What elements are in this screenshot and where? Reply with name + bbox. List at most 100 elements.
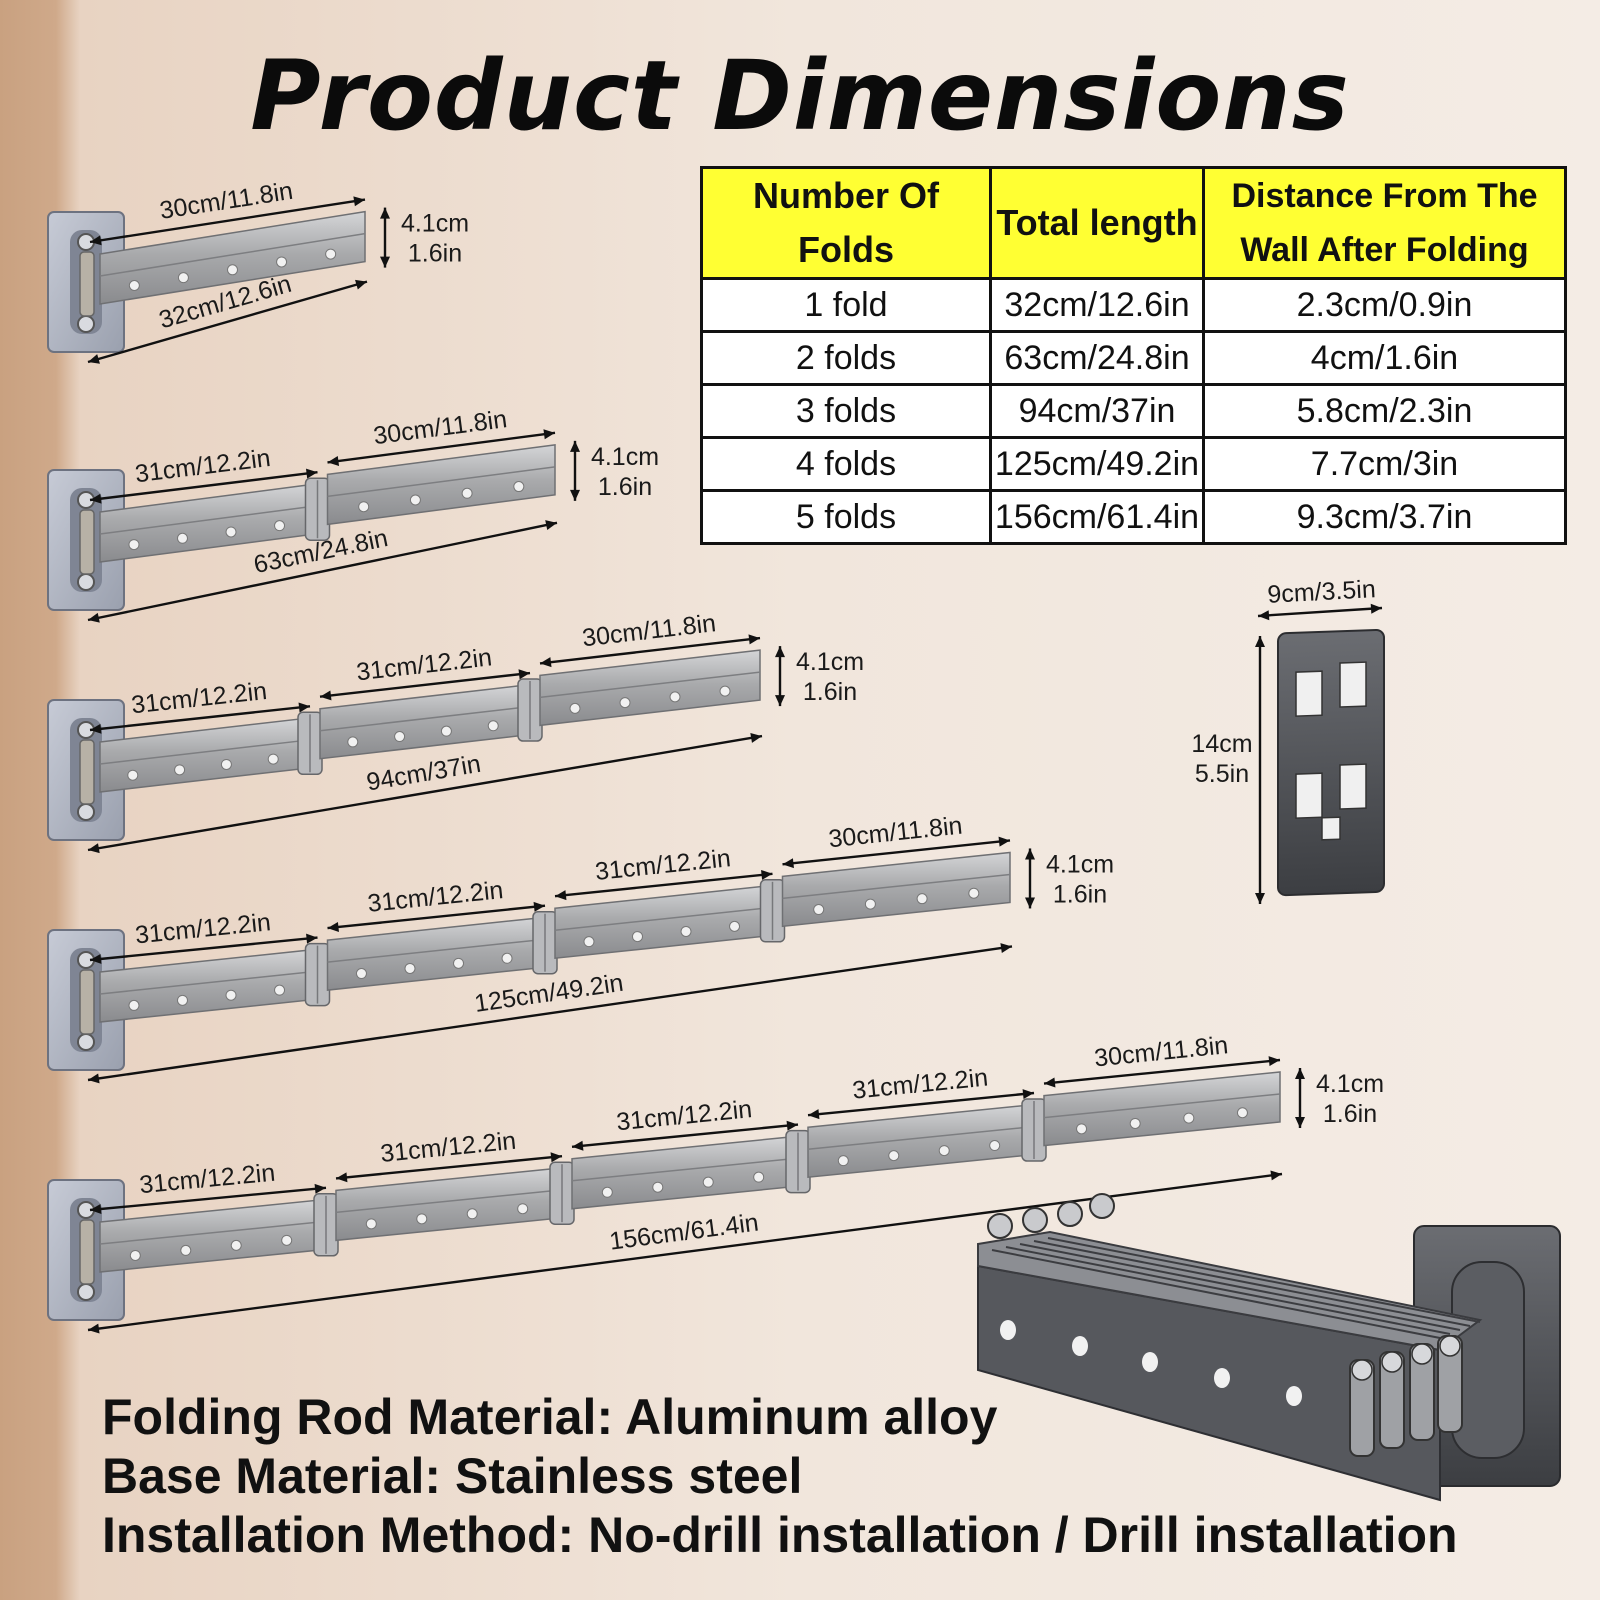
hinge-joint: [759, 879, 786, 943]
height-dimension-arrowhead: [570, 440, 580, 452]
rod-hole: [1214, 1368, 1230, 1388]
rod-segment-groove: [327, 466, 556, 498]
table-cell: 94cm/37in: [989, 383, 1205, 439]
segment-dimension-arrowhead: [90, 1203, 102, 1214]
segment-dimension-arrowhead: [1044, 1077, 1056, 1088]
plate-width-label: 9cm/3.5in: [1267, 575, 1377, 609]
rod-hole: [220, 758, 232, 770]
rod-hole: [989, 1140, 1001, 1152]
folded-rod-line: [1019, 1243, 1461, 1331]
segment-dimension-line: [89, 705, 311, 732]
segment-dimension-line: [89, 1186, 327, 1212]
rod-hole: [225, 526, 237, 538]
segment-dimension: [89, 1183, 327, 1214]
segment-dimension-arrowhead: [1022, 1089, 1034, 1100]
rod-segment-body: [1043, 1071, 1281, 1147]
rod-hole: [180, 1244, 192, 1256]
hinge-pin: [79, 251, 95, 317]
rod-segment: [326, 916, 542, 991]
segment-dimension-arrowhead: [314, 1183, 326, 1194]
segment-dimension-arrowhead: [298, 702, 310, 713]
total-dimension-arrowhead: [88, 1073, 100, 1084]
rod-hole: [1183, 1112, 1195, 1124]
plate-width-dimension: [1257, 603, 1383, 621]
total-dimension-arrowhead: [88, 843, 100, 854]
table-row: 4 folds 125cm/49.2in 7.7cm/3in: [700, 436, 1567, 492]
rod-segment-groove: [327, 938, 542, 963]
plate-slot: [1339, 763, 1367, 810]
rod-hole: [569, 702, 581, 714]
rod-segment-groove: [319, 706, 527, 732]
total-dimension-line: [87, 734, 763, 852]
segment-dimension: [782, 836, 1011, 869]
table-row: 5 folds 156cm/61.4in 9.3cm/3.7in: [700, 489, 1567, 545]
plate-height-dimension-arrowhead: [1255, 636, 1265, 647]
segment-dimension-arrowhead: [550, 1152, 562, 1163]
table-cell: 2.3cm/0.9in: [1202, 277, 1567, 333]
rod-hole: [274, 984, 286, 996]
rod-hole: [487, 720, 499, 732]
plate-slot: [1321, 816, 1341, 841]
table-row: 2 folds 63cm/24.8in 4cm/1.6in: [700, 330, 1567, 386]
hinge-joint: [304, 942, 331, 1007]
spec-installation: Installation Method: No-drill installati…: [102, 1507, 1458, 1563]
folded-rod-line: [991, 1249, 1441, 1339]
plate-slot: [1295, 670, 1323, 717]
height-label-cm: 4.1cm: [1046, 850, 1114, 878]
segment-dimension-line: [1043, 1058, 1281, 1085]
table-row: 3 folds 94cm/37in 5.8cm/2.3in: [700, 383, 1567, 439]
height-label-cm: 4.1cm: [401, 210, 469, 238]
rod-hole: [355, 968, 367, 980]
rod-hole: [394, 731, 406, 743]
segment-dimension: [327, 429, 556, 466]
height-dimension: [1295, 1068, 1305, 1128]
rod-hole: [1286, 1386, 1302, 1406]
rod-segment: [554, 884, 770, 960]
spec-value: No-drill installation / Drill installati…: [588, 1507, 1458, 1563]
segment-dimension-arrowhead: [305, 468, 318, 479]
hinge-pin: [79, 509, 95, 575]
hinge-joint: [1021, 1098, 1047, 1162]
rod-hole: [513, 481, 525, 493]
rod-hole: [365, 1218, 377, 1230]
height-label-cm: 4.1cm: [796, 648, 864, 676]
segment-dimension-arrowhead: [543, 429, 555, 440]
hinge-pin: [79, 739, 95, 805]
rod-hole: [227, 264, 238, 276]
hinge-knuckle: [1089, 1193, 1115, 1219]
rod-hole: [813, 904, 825, 916]
total-dimension-line: [87, 1172, 1283, 1332]
segment-dimension-arrowhead: [748, 634, 760, 645]
segment-dimension: [335, 1152, 563, 1183]
rod-hole: [267, 753, 279, 765]
total-dimension-line: [87, 945, 1013, 1082]
rod-hole: [501, 952, 513, 964]
height-label-in: 1.6in: [1053, 880, 1107, 908]
hinge-pin: [79, 1219, 95, 1285]
height-dimension: [775, 646, 785, 707]
rod-hole: [347, 736, 359, 748]
segment-dimension-arrowhead: [1268, 1056, 1280, 1067]
rod-segment-groove: [554, 907, 769, 931]
rod-hole: [1072, 1336, 1088, 1356]
rod-hole: [680, 925, 692, 937]
total-dimension-arrowhead: [355, 279, 367, 290]
hinge-joint: [785, 1129, 811, 1194]
total-dimension: [87, 520, 558, 623]
rod-segment-groove: [99, 1221, 323, 1245]
header-total-length: Total length: [989, 166, 1205, 280]
segment-dimension-arrowhead: [90, 493, 102, 504]
rod-hole: [128, 280, 140, 292]
hinge-joint: [313, 1193, 339, 1257]
total-dimension-arrowhead: [88, 354, 100, 364]
rod-hole: [177, 272, 189, 284]
segment-dimension-line: [89, 936, 318, 962]
spec-label: Base Material: [102, 1448, 425, 1504]
rod-hole: [517, 1203, 529, 1215]
total-dimension-arrowhead: [88, 612, 100, 623]
table-cell: 5 folds: [700, 489, 992, 545]
hinge-knuckle: [1057, 1201, 1083, 1227]
screw-icon: [77, 573, 95, 591]
rod-hole: [601, 1186, 613, 1198]
segment-dimension-line: [539, 636, 761, 665]
